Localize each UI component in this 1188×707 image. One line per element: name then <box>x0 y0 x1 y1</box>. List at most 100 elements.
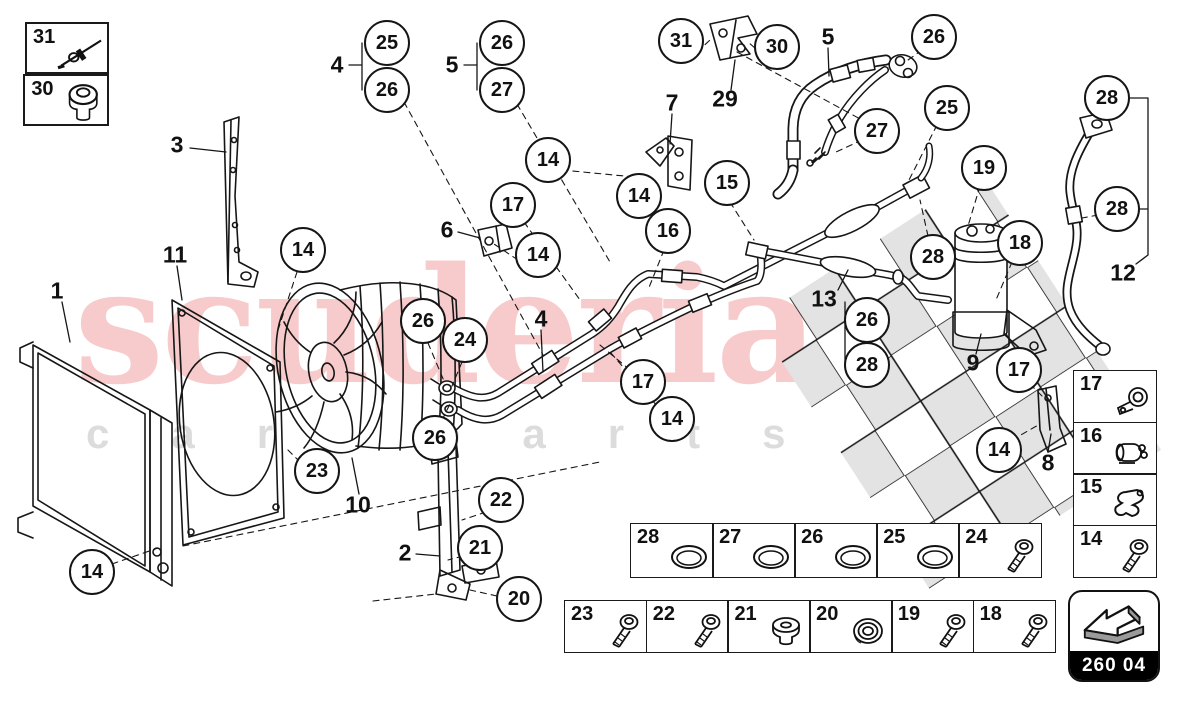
part-label-4[interactable]: 4 <box>330 51 344 78</box>
callout-circle-19[interactable]: 19 <box>961 145 1007 191</box>
callout-circle-22[interactable]: 22 <box>478 477 524 523</box>
callout-circle-26[interactable]: 26 <box>844 297 890 343</box>
o-ring-icon <box>830 537 876 577</box>
legend-item-number: 20 <box>816 603 839 625</box>
callout-circle-23[interactable]: 23 <box>294 448 340 494</box>
part-bracket-8 <box>1037 385 1067 453</box>
clip-icon <box>1109 485 1155 525</box>
legend-item-number: 31 <box>33 26 56 48</box>
part-pipes-4 <box>430 142 934 424</box>
screw-icon <box>1109 537 1155 577</box>
callout-circle-17[interactable]: 17 <box>620 359 666 405</box>
callout-circle-31[interactable]: 31 <box>658 18 704 64</box>
legend-item-21[interactable]: 21 <box>727 600 811 653</box>
legend-item-22[interactable]: 22 <box>645 600 730 653</box>
part-label-8[interactable]: 8 <box>1041 449 1055 476</box>
part-label-5[interactable]: 5 <box>445 51 459 78</box>
part-label-7[interactable]: 7 <box>665 89 679 116</box>
screw-icon <box>1008 612 1054 652</box>
legend-item-number: 21 <box>734 603 757 625</box>
legend-item-number: 27 <box>719 526 742 548</box>
callout-circle-30[interactable]: 30 <box>754 24 800 70</box>
callout-circle-14[interactable]: 14 <box>976 427 1022 473</box>
callout-circle-27[interactable]: 27 <box>479 67 525 113</box>
legend-item-28[interactable]: 28 <box>630 523 714 578</box>
section-reference-badge[interactable]: 260 04 <box>1068 590 1160 682</box>
callout-circle-28[interactable]: 28 <box>844 342 890 388</box>
callout-circle-25[interactable]: 25 <box>924 85 970 131</box>
legend-item-number: 19 <box>897 603 921 625</box>
legend-item-30[interactable]: 30 <box>23 74 109 126</box>
legend-item-number: 22 <box>652 603 675 625</box>
part-label-1[interactable]: 1 <box>50 277 64 304</box>
grommet-icon <box>52 82 106 124</box>
plug-icon <box>763 612 809 652</box>
callout-circle-17[interactable]: 17 <box>490 182 536 228</box>
callout-circle-26[interactable]: 26 <box>364 67 410 113</box>
part-label-13[interactable]: 13 <box>811 285 837 312</box>
legend-item-26[interactable]: 26 <box>794 523 878 578</box>
callout-circle-20[interactable]: 20 <box>496 576 542 622</box>
legend-item-31[interactable]: 31 <box>25 22 109 74</box>
part-pipe-12 <box>1062 111 1113 356</box>
callout-circle-28[interactable]: 28 <box>1084 75 1130 121</box>
callout-circle-17[interactable]: 17 <box>996 347 1042 393</box>
legend-item-15[interactable]: 15 <box>1073 473 1157 527</box>
part-label-5[interactable]: 5 <box>821 23 835 50</box>
callout-circle-26[interactable]: 26 <box>911 14 957 60</box>
callout-circle-28[interactable]: 28 <box>910 234 956 280</box>
legend-item-19[interactable]: 19 <box>890 600 975 653</box>
callout-circle-27[interactable]: 27 <box>854 108 900 154</box>
callout-circle-16[interactable]: 16 <box>645 208 691 254</box>
section-arrow-icon <box>1070 592 1158 651</box>
callout-circle-14[interactable]: 14 <box>515 232 561 278</box>
callout-circle-14[interactable]: 14 <box>525 137 571 183</box>
part-pipe-13 <box>744 241 952 304</box>
legend-item-16[interactable]: 16 <box>1073 421 1157 475</box>
legend-item-14[interactable]: 14 <box>1073 524 1157 578</box>
part-condenser-1 <box>17 341 173 587</box>
callout-circle-26[interactable]: 26 <box>400 298 446 344</box>
cable-tie-icon <box>52 30 106 72</box>
callout-circle-14[interactable]: 14 <box>280 227 326 273</box>
legend-item-25[interactable]: 25 <box>876 523 960 578</box>
callout-circle-25[interactable]: 25 <box>364 20 410 66</box>
legend-item-number: 23 <box>571 603 594 625</box>
callout-circle-15[interactable]: 15 <box>704 160 750 206</box>
part-label-3[interactable]: 3 <box>170 131 184 158</box>
legend-item-27[interactable]: 27 <box>712 523 796 578</box>
checkered-flag-watermark <box>754 173 1162 597</box>
legend-item-17[interactable]: 17 <box>1073 370 1157 424</box>
part-label-9[interactable]: 9 <box>966 349 980 376</box>
part-label-12[interactable]: 12 <box>1110 259 1136 286</box>
callout-circle-14[interactable]: 14 <box>69 549 115 595</box>
legend-item-number: 16 <box>1080 424 1103 447</box>
callout-circle-26[interactable]: 26 <box>479 20 525 66</box>
callout-circle-21[interactable]: 21 <box>457 525 503 571</box>
legend-item-24[interactable]: 24 <box>958 523 1042 578</box>
part-label-29[interactable]: 29 <box>712 85 738 112</box>
callout-circle-28[interactable]: 28 <box>1094 186 1140 232</box>
legend-item-number: 14 <box>1080 527 1103 550</box>
callout-circle-18[interactable]: 18 <box>997 220 1043 266</box>
part-label-10[interactable]: 10 <box>345 491 371 518</box>
callout-circle-24[interactable]: 24 <box>442 317 488 363</box>
legend-item-20[interactable]: 20 <box>809 600 893 653</box>
legend-item-23[interactable]: 23 <box>564 600 648 653</box>
bushing-icon <box>845 612 891 652</box>
callout-circle-14[interactable]: 14 <box>649 396 695 442</box>
part-label-4[interactable]: 4 <box>534 305 548 332</box>
part-label-11[interactable]: 11 <box>162 241 188 268</box>
o-ring-icon <box>666 537 712 577</box>
part-bracket-7 <box>645 135 693 191</box>
legend-item-18[interactable]: 18 <box>972 600 1056 653</box>
legend-row-fasteners: 23 22 21 20 19 18 <box>564 600 1056 653</box>
legend-item-number: 26 <box>801 526 824 548</box>
part-label-2[interactable]: 2 <box>398 539 412 566</box>
callout-circle-26[interactable]: 26 <box>412 415 458 461</box>
part-label-6[interactable]: 6 <box>440 216 454 243</box>
